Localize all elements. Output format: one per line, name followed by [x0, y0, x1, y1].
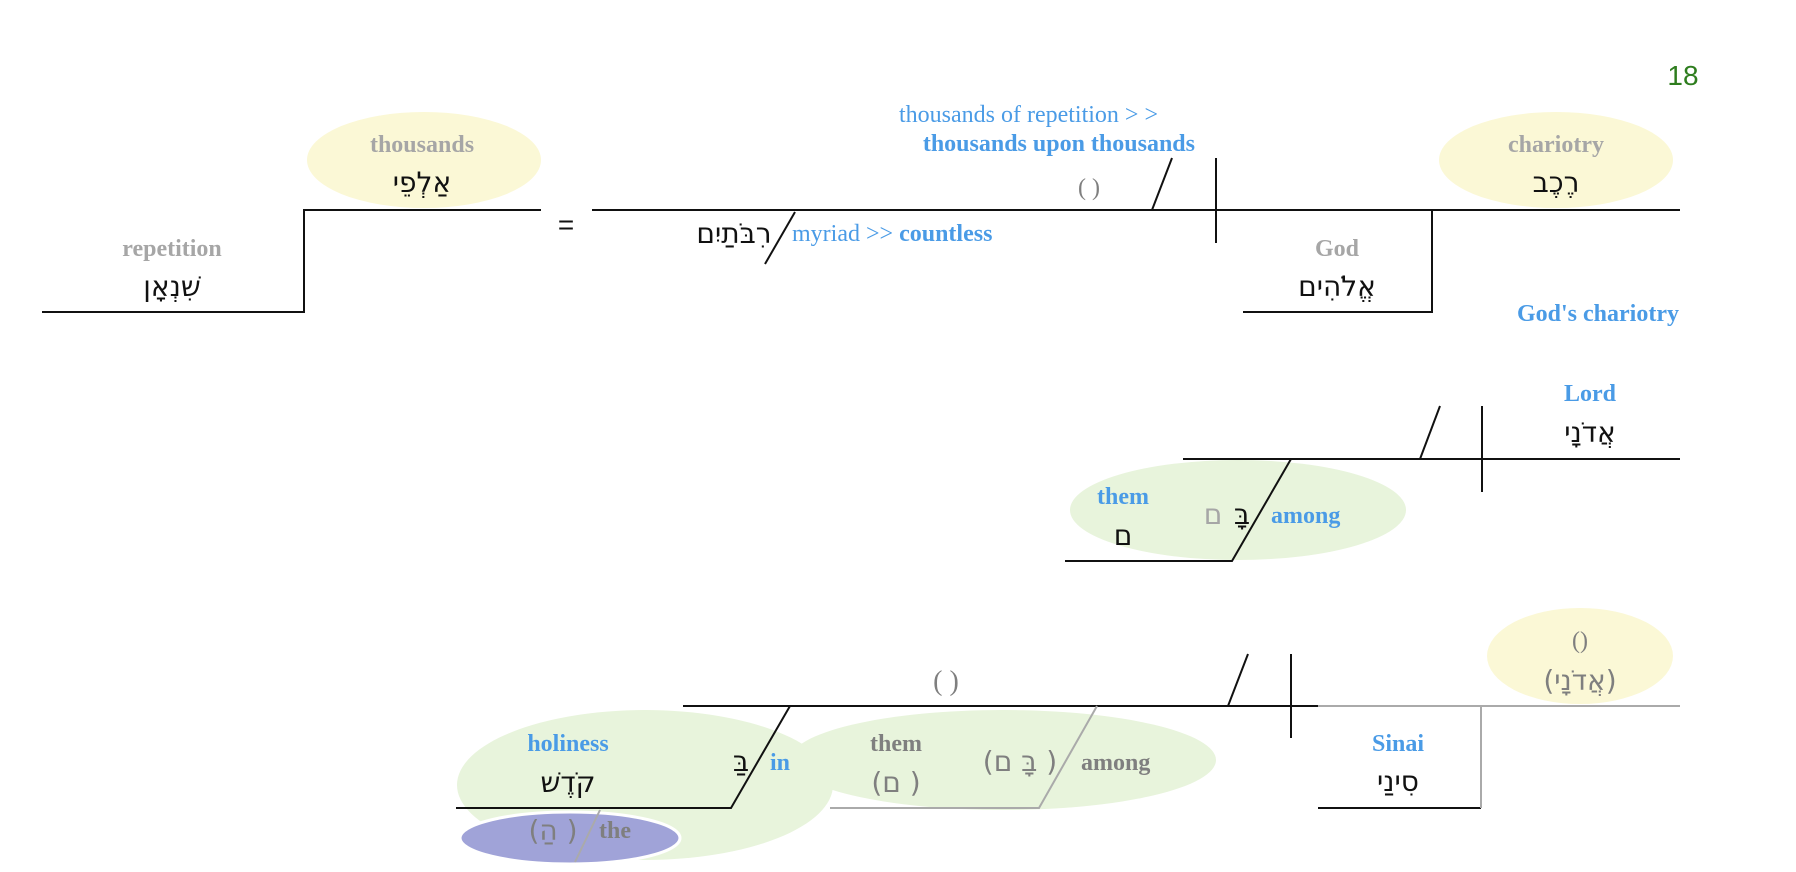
god-gloss: God — [1315, 236, 1360, 262]
implied-lord-bubble — [1487, 608, 1673, 704]
them-hebrew: ם — [1114, 519, 1133, 552]
repetition-hebrew: שִׁנְאָן — [143, 270, 201, 303]
repetition-gloss: repetition — [122, 236, 222, 262]
among-them-baseline — [1065, 458, 1292, 562]
thousands-of-repetition-gloss: thousands of repetition > > — [899, 102, 1158, 128]
myriad-gloss: myriad >> countless — [792, 221, 992, 247]
empty-paren-line1: ( ) — [1078, 175, 1100, 201]
god-baseline — [1243, 210, 1433, 313]
god-hebrew: אֱלֹהִים — [1298, 270, 1376, 303]
thousands-bubble — [307, 112, 541, 208]
in-hebrew: בַּ — [733, 745, 749, 778]
them-gloss: them — [1097, 484, 1149, 510]
chariotry-gloss: chariotry — [1508, 132, 1604, 158]
the-hebrew: ( הַ) — [528, 814, 577, 847]
implied-lord-hebrew: (אֲדֹנָי) — [1543, 664, 1616, 697]
countless-gloss: countless — [899, 221, 992, 247]
holiness-hebrew: קֹדֶשׁ — [541, 766, 596, 799]
sinai-hebrew: סִינַי — [1377, 765, 1419, 798]
equals-sign: = — [558, 209, 574, 240]
repetition-baseline — [42, 209, 541, 313]
in-gloss: in — [770, 750, 790, 776]
among-gloss-line3: among — [1081, 750, 1150, 776]
thousands-gloss: thousands — [370, 132, 474, 158]
lord-gloss: Lord — [1564, 381, 1617, 407]
them-gloss-line3: them — [870, 731, 922, 757]
the-article-slant — [574, 809, 601, 863]
the-gloss: the — [599, 818, 631, 844]
holiness-gloss: holiness — [527, 731, 608, 757]
chariotry-bubble — [1439, 112, 1673, 208]
in-holiness-baseline — [456, 705, 791, 809]
lord-slant — [1419, 405, 1441, 460]
them-hebrew-line3: ( ם) — [871, 766, 920, 799]
chariotry-hebrew: רֶכֶב — [1533, 166, 1580, 199]
thousands-slant — [1151, 157, 1173, 211]
empty-paren-line3: ( ) — [933, 666, 959, 697]
myriad-slant — [764, 211, 796, 265]
preposition-hebrew: בָּ — [1234, 498, 1250, 531]
among-hebrew-line3: ( בָּ ם) — [983, 745, 1057, 778]
lord-hebrew: אֲדֹנָי — [1564, 416, 1615, 449]
among-them-baseline-line3 — [830, 705, 1098, 809]
implied-paren: () — [1572, 628, 1588, 654]
sinai-gloss: Sinai — [1372, 731, 1424, 757]
thousands-hebrew: אַלְפֵי — [393, 166, 451, 199]
the-article-bubble — [458, 810, 682, 866]
gods-chariotry-gloss: God's chariotry — [1517, 301, 1679, 327]
among-them-bubble-line3 — [790, 710, 1216, 810]
among-them-bubble — [1070, 460, 1406, 560]
thousands-upon-thousands-gloss: thousands upon thousands — [923, 131, 1195, 157]
ribbotayim-hebrew: רִבֹּתַיִם — [696, 217, 771, 250]
page-number: 18 — [1667, 60, 1698, 91]
preposition-suffix-hebrew: ם — [1204, 498, 1223, 531]
among-gloss: among — [1271, 503, 1340, 529]
verb-slant-line3 — [1227, 653, 1249, 707]
